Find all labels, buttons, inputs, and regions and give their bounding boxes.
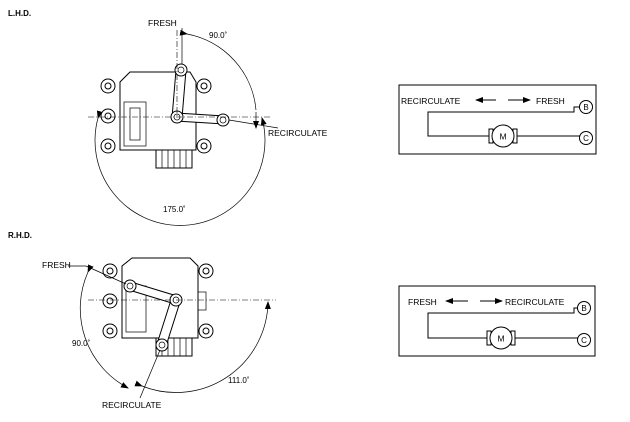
lhd-schematic-left-label: RECIRCULATE	[401, 96, 461, 106]
lhd-schematic-box	[398, 84, 597, 155]
lhd-pivot-recirculate	[216, 113, 230, 127]
rhd-schematic-left-label: FRESH	[408, 297, 437, 307]
rhd-mount-hole	[202, 267, 210, 275]
lhd-recirculate-label: RECIRCULATE	[268, 128, 328, 138]
lhd-section: L.H.D.	[8, 9, 597, 226]
lhd-terminal-c-label: C	[583, 134, 589, 143]
rhd-section: R.H.D.	[8, 231, 596, 410]
rhd-pivot-recirculate	[155, 338, 169, 352]
rhd-wire-b	[427, 307, 578, 339]
rhd-angle-111-arc	[134, 301, 271, 393]
lhd-mount-hole	[104, 82, 112, 90]
rhd-terminal-b-label: B	[581, 304, 586, 313]
rhd-actuator	[102, 257, 214, 357]
rhd-recirculate-leader	[139, 349, 161, 399]
lhd-terminal-c	[579, 131, 593, 145]
lhd-terminal-b	[579, 100, 593, 114]
lhd-wire-b	[427, 106, 580, 137]
rhd-schematic-right-label: RECIRCULATE	[505, 297, 565, 307]
rhd-motor	[489, 326, 513, 350]
lhd-schematic: RECIRCULATE FRESH M B C	[398, 84, 597, 155]
rhd-mount-hole	[106, 267, 114, 275]
lhd-mount-hole	[200, 82, 208, 90]
rhd-terminal-c-label: C	[581, 336, 587, 345]
rhd-title: R.H.D.	[8, 231, 32, 240]
lhd-recirculate-leader	[228, 119, 279, 129]
rhd-fresh-label: FRESH	[42, 260, 71, 270]
rhd-mount-hole	[202, 327, 210, 335]
rhd-mount-hole	[106, 327, 114, 335]
rhd-schematic-box	[398, 285, 596, 357]
rhd-angle-90-arc	[79, 264, 129, 389]
lhd-motor	[491, 124, 515, 148]
lhd-angle-large-label: 175.0˚	[163, 205, 186, 214]
lhd-mount-hole	[200, 142, 208, 150]
lhd-pivot-fresh	[174, 63, 188, 77]
lhd-fresh-label: FRESH	[148, 18, 177, 28]
lhd-angle-90-arc	[179, 29, 257, 111]
rhd-recirculate-label: RECIRCULATE	[102, 400, 162, 410]
rhd-mount-hole	[106, 297, 114, 305]
lhd-angle-175-arc	[94, 110, 267, 226]
lhd-motor-label: M	[499, 132, 506, 142]
rhd-pivot-fresh	[123, 279, 137, 293]
lhd-pivot-inner	[177, 66, 185, 74]
lhd-angle-small-label: 90.0˚	[209, 31, 228, 40]
lhd-terminal-b-label: B	[583, 103, 588, 112]
rhd-angle-large-label: 111.0˚	[228, 376, 250, 385]
rhd-side-tab	[197, 291, 207, 311]
lhd-title: L.H.D.	[8, 9, 31, 18]
rhd-fresh-leader	[85, 265, 127, 285]
rhd-angle-small-label: 90.0˚	[72, 339, 91, 348]
rhd-terminal-c	[577, 333, 591, 347]
rhd-terminal-b	[577, 301, 591, 315]
lhd-actuator	[100, 63, 230, 169]
lhd-mount-hole	[104, 112, 112, 120]
rhd-schematic: FRESH RECIRCULATE M B C	[398, 285, 596, 357]
rhd-motor-label: M	[497, 334, 504, 344]
lhd-mount-hole	[104, 142, 112, 150]
lhd-schematic-right-label: FRESH	[536, 96, 565, 106]
